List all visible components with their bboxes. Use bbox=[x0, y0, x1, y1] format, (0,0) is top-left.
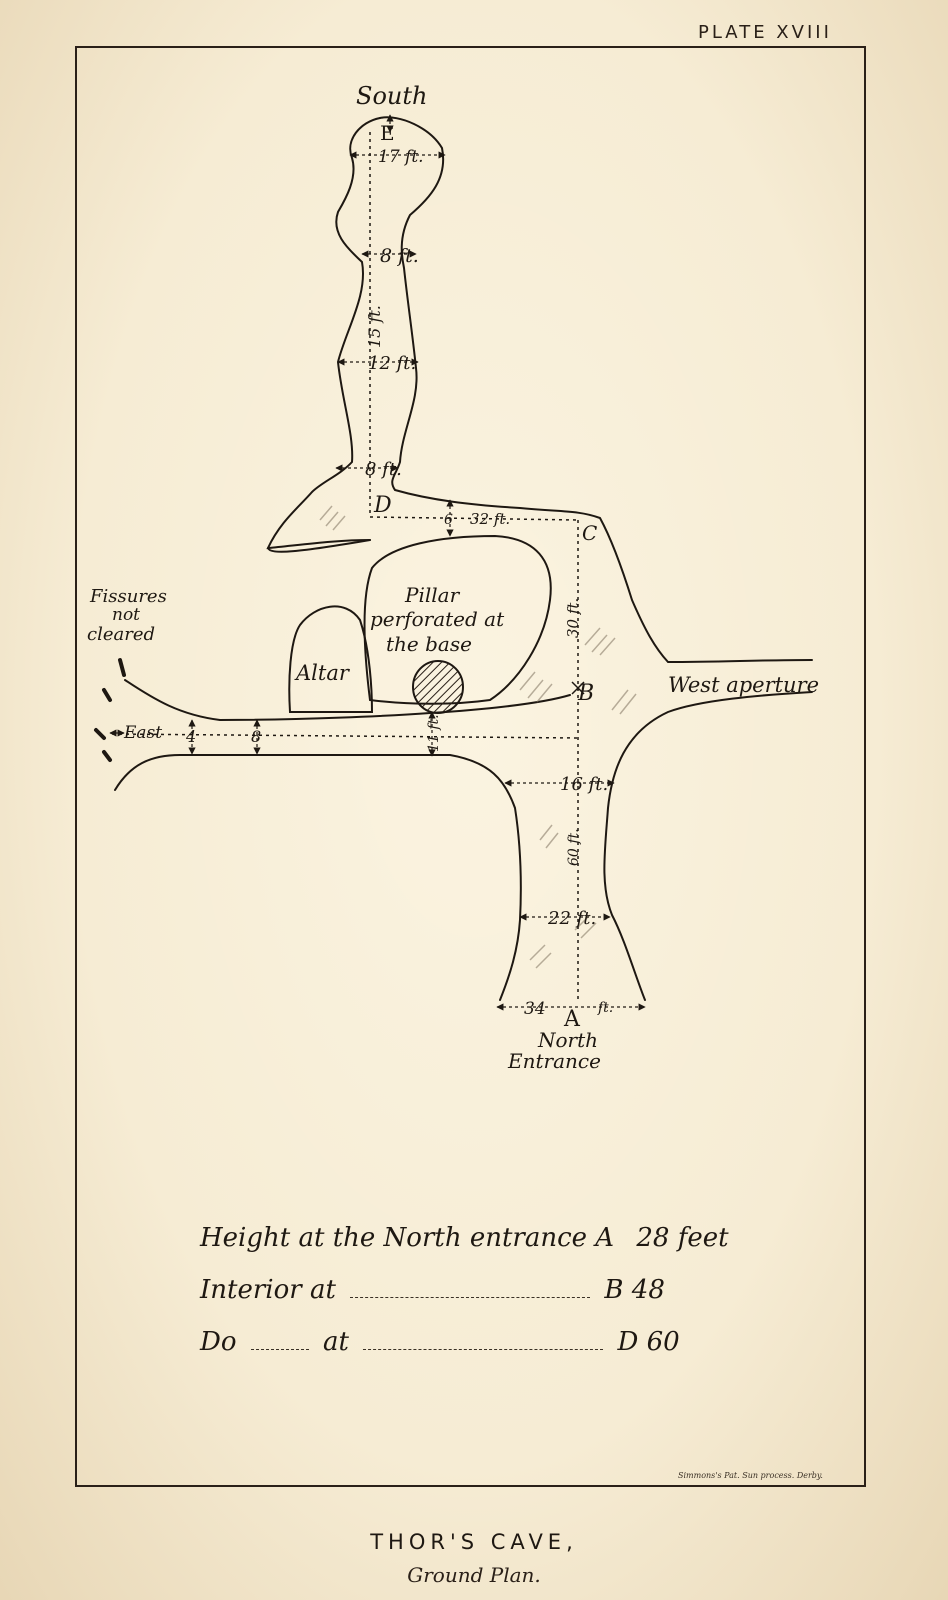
label-pillar-3: the base bbox=[386, 632, 472, 656]
measure-22: 22 ft. bbox=[547, 908, 596, 929]
legend-row-ditto-text: Do bbox=[200, 1327, 237, 1357]
north-passage-left-wall bbox=[114, 753, 522, 1001]
measure-8-lower: 8 ft. bbox=[365, 459, 402, 480]
label-point-d: D bbox=[373, 493, 392, 518]
measure-8-upper: 8 ft. bbox=[380, 245, 419, 267]
legend-row-north-text: Height at the North entrance A bbox=[200, 1223, 615, 1253]
legend-row-interior-b: Interior at B 48 bbox=[200, 1275, 800, 1305]
survey-east-axis bbox=[111, 733, 579, 739]
legend-row-ditto-d: Do at D 60 bbox=[200, 1327, 800, 1357]
label-south: South bbox=[356, 82, 427, 110]
label-north-2: Entrance bbox=[507, 1049, 601, 1073]
plate-number: PLATE XVIII bbox=[698, 22, 832, 43]
label-east: East bbox=[123, 723, 162, 743]
measure-32: 32 ft. bbox=[470, 510, 510, 528]
survey-lines bbox=[111, 132, 579, 1000]
measure-12: 12 ft. bbox=[368, 353, 416, 374]
west-aperture-lower-wall bbox=[603, 691, 813, 1001]
label-fissures-3: cleared bbox=[87, 624, 155, 645]
plate-subtitle: Ground Plan. bbox=[407, 1563, 541, 1587]
legend-row-ditto-value: D 60 bbox=[617, 1327, 680, 1357]
measure-11: 11 ft. bbox=[426, 714, 442, 752]
pillar-perforation bbox=[412, 660, 464, 714]
measure-30: 30 ft. bbox=[564, 598, 582, 638]
measure-17: 17 ft. bbox=[378, 147, 424, 167]
label-pillar-1: Pillar bbox=[404, 583, 461, 607]
west-lobe-lower-wall bbox=[267, 539, 371, 553]
legend-row-ditto-mid: at bbox=[323, 1327, 349, 1357]
label-altar: Altar bbox=[294, 661, 351, 685]
measure-16: 16 ft. bbox=[560, 774, 608, 795]
measure-60: 60 ft. bbox=[566, 828, 582, 866]
leader-dots bbox=[350, 1289, 591, 1298]
measure-6: 6 bbox=[444, 512, 453, 528]
label-point-b: B bbox=[577, 681, 594, 706]
label-pillar-2: perforated at bbox=[370, 607, 505, 631]
label-north-1: North bbox=[537, 1028, 598, 1052]
measure-15: 15 ft. bbox=[365, 305, 384, 348]
plate-frame bbox=[75, 46, 866, 1487]
label-point-a: A bbox=[563, 1007, 581, 1032]
label-fissures-1: Fissures bbox=[89, 586, 167, 607]
dimension-lines bbox=[109, 114, 646, 1011]
east-passage-north-wall bbox=[124, 679, 571, 722]
leader-dots bbox=[250, 1341, 309, 1350]
plate-title: THOR'S CAVE, bbox=[370, 1530, 578, 1554]
measure-8-east: 8 bbox=[251, 727, 261, 746]
shading bbox=[319, 505, 637, 969]
label-fissures-2: not bbox=[112, 605, 140, 625]
label-point-c: C bbox=[582, 521, 597, 545]
survey-points bbox=[571, 681, 585, 695]
pillar-outline bbox=[363, 534, 552, 705]
fissure-marks bbox=[94, 658, 126, 762]
legend-row-interior-value: B 48 bbox=[604, 1275, 665, 1305]
legend-row-interior-text: Interior at bbox=[200, 1275, 336, 1305]
label-point-e: E bbox=[380, 121, 395, 145]
altar-outline bbox=[288, 605, 374, 713]
cave-walls bbox=[114, 116, 813, 1001]
engraver-credit: Simmons's Pat. Sun process. Derby. bbox=[678, 1471, 823, 1480]
label-west-aperture: West aperture bbox=[668, 673, 819, 697]
measure-34-unit: ft. bbox=[597, 1000, 613, 1016]
south-passage-left-wall bbox=[266, 117, 381, 550]
legend-row-north: Height at the North entrance A 28 feet bbox=[200, 1223, 800, 1253]
south-passage-right-wall bbox=[379, 116, 813, 664]
measure-34: 34 bbox=[524, 999, 546, 1019]
legend-row-north-value: 28 feet bbox=[636, 1223, 729, 1253]
measure-4: 4 bbox=[185, 727, 196, 746]
leader-dots bbox=[363, 1341, 604, 1350]
